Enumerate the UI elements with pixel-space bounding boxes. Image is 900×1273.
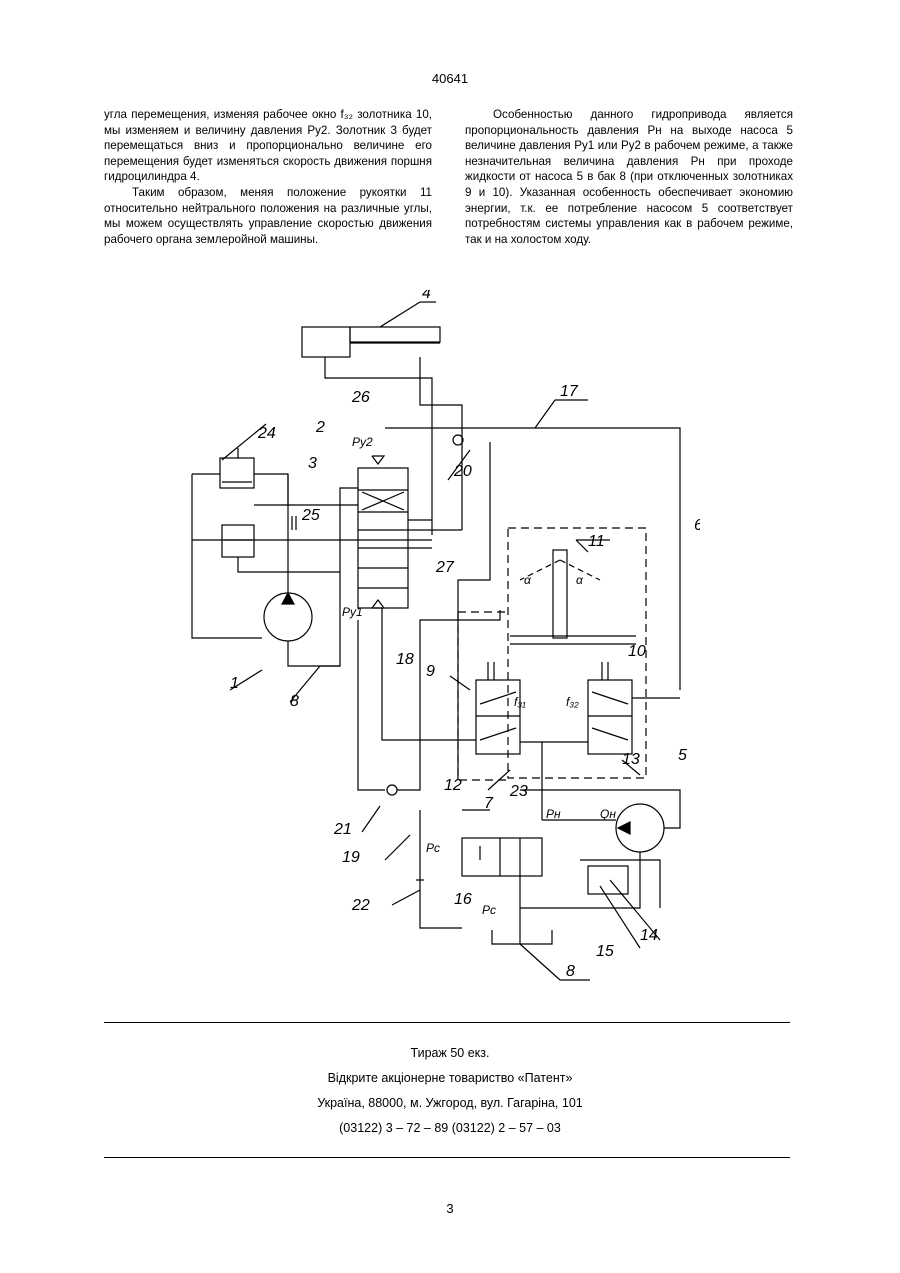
label-15: 15 [596,943,614,960]
symbol-py1: Pу1 [342,605,363,619]
text-column-right: Особенностью данного гидропривода являет… [465,107,793,247]
label-8b: 8 [566,963,575,980]
label-5: 5 [678,747,687,764]
paragraph: Таким образом, меняя положение рукоятки … [104,185,432,247]
divider-bottom [104,1157,790,1158]
imprint-run: Тираж 50 екз. [0,1046,900,1060]
text-column-left: угла перемещения, изменяя рабочее окно f… [104,107,432,247]
spool-valve [358,468,408,608]
label-18: 18 [396,651,414,668]
label-17: 17 [560,383,579,400]
symbol-py2: Pу2 [352,435,373,449]
symbol-qn: Qн [600,807,616,821]
label-24: 24 [257,425,276,442]
label-4: 4 [422,290,431,302]
label-23: 23 [509,783,528,800]
label-27: 27 [435,559,455,576]
hydraulic-cylinder [302,327,350,357]
symbol-pc: Pс [426,841,440,855]
imprint-phones: (03122) 3 – 72 – 89 (03122) 2 – 57 – 03 [0,1121,900,1135]
imprint-publisher: Відкрите акціонерне товариство «Патент» [0,1071,900,1085]
symbol-pn: Pн [546,807,561,821]
spool-10 [588,680,632,754]
label-7: 7 [484,795,494,812]
symbol-pc2: Pс [482,903,496,917]
control-valve-7 [462,838,542,876]
label-10: 10 [628,643,646,660]
symbol-f32: f₃₂ [566,695,579,709]
label-21: 21 [333,821,352,838]
label-11: 11 [588,533,605,550]
label-22: 22 [351,897,370,914]
label-26: 26 [351,389,370,406]
pressure-valve-24 [220,458,254,488]
imprint-address: Україна, 88000, м. Ужгород, вул. Гагарін… [0,1096,900,1110]
label-20: 20 [453,463,472,480]
label-9: 9 [426,663,435,680]
hydraulic-schematic: 4 17 26 2 24 3 20 25 6 27 11 1 8 18 9 10… [180,290,700,990]
label-16: 16 [454,891,472,908]
label-13: 13 [622,751,640,768]
page-number: 3 [0,1201,900,1216]
symbol-f31: f₃₁ [514,695,526,709]
paragraph: угла перемещения, изменяя рабочее окно f… [104,107,432,185]
label-14: 14 [640,927,658,944]
label-1: 1 [230,675,239,692]
control-unit-6 [508,528,646,778]
label-8: 8 [290,693,299,710]
symbol-alpha-left: α [524,573,532,587]
spool-9 [476,680,520,754]
divider-top [104,1022,790,1023]
label-2: 2 [315,419,325,436]
label-19: 19 [342,849,360,866]
symbol-alpha-right: α [576,573,584,587]
label-6: 6 [694,517,700,534]
label-3: 3 [308,455,317,472]
paragraph: Особенностью данного гидропривода являет… [465,107,793,247]
label-12: 12 [444,777,462,794]
document-number: 40641 [0,71,900,86]
label-25: 25 [301,507,320,524]
